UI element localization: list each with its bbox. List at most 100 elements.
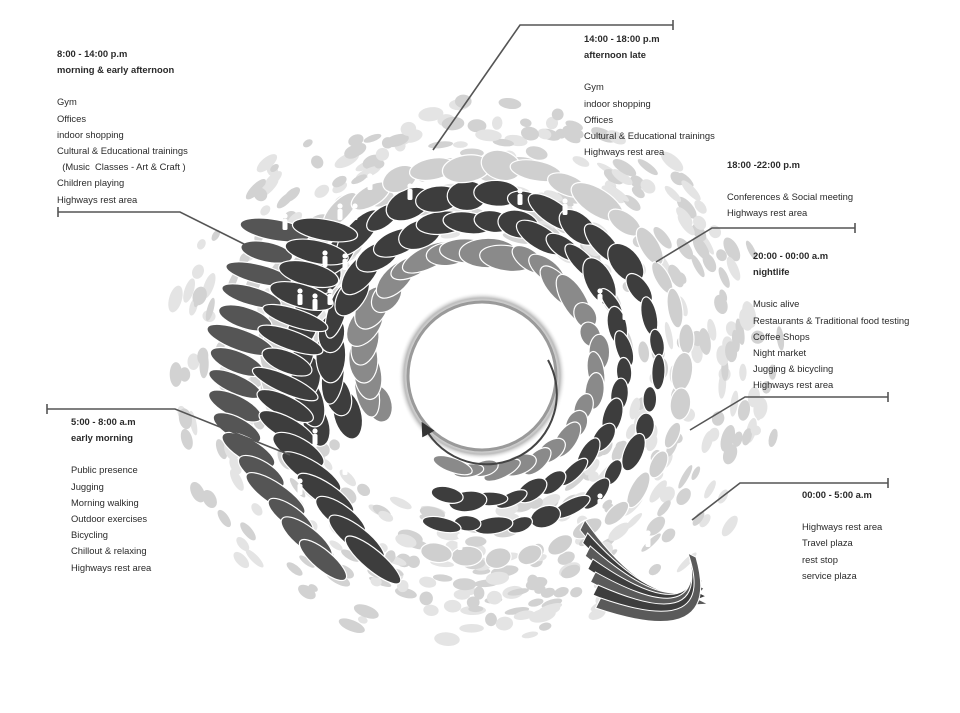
- spiral-cell: [341, 549, 360, 562]
- person-icon: [342, 253, 348, 270]
- spiral-cell: [676, 196, 697, 219]
- list-item: indoor shopping: [584, 97, 651, 109]
- spiral-cell: [528, 598, 544, 607]
- spiral-cell: [543, 190, 563, 202]
- spiral-cell: [513, 610, 535, 620]
- list-item: Cultural & Educational trainings: [584, 130, 715, 142]
- block-afternoon-late: 14:00 - 18:00 p.m afternoon late Gym ind…: [584, 31, 715, 160]
- spiral-cell: [739, 363, 747, 382]
- spiral-cell: [452, 578, 477, 591]
- spiral-cell: [197, 239, 206, 250]
- person-icon: [297, 478, 303, 495]
- spiral-cell: [663, 421, 682, 449]
- spiral-cell: [615, 441, 627, 453]
- spiral-cell: [670, 351, 694, 393]
- person-icon: [352, 203, 358, 220]
- spiral-cell: [641, 533, 661, 552]
- spiral-cell: [547, 534, 574, 556]
- spiral-cell: [504, 607, 530, 615]
- block-period: early morning: [71, 432, 133, 444]
- spiral-cell: [395, 534, 417, 548]
- spiral-cell: [298, 538, 348, 582]
- list-item: Gym: [57, 96, 77, 108]
- spiral-cell: [400, 121, 417, 136]
- activity-list: Gym Offices indoor shopping Cultural & E…: [57, 94, 188, 207]
- spiral-cell: [286, 562, 303, 576]
- spiral-cell: [564, 473, 586, 491]
- spiral-cell: [538, 603, 563, 613]
- spiral-cell: [768, 364, 777, 380]
- activity-list: Music alive Restaurants & Traditional fo…: [753, 296, 909, 393]
- spiral-cell: [344, 535, 402, 585]
- spiral-cell: [443, 599, 462, 613]
- spiral-cell: [651, 353, 666, 391]
- list-item: Highways rest area: [802, 521, 883, 533]
- block-evening: 18:00 -22:00 p.m Conferences & Social me…: [727, 157, 853, 222]
- spiral-cell: [299, 555, 315, 568]
- list-item: Jugging & bicycling: [753, 363, 834, 375]
- spiral-cell: [389, 496, 412, 510]
- list-item: Bicycling: [71, 529, 108, 541]
- list-item: Chillout & relaxing: [71, 545, 147, 557]
- spiral-cell: [311, 155, 324, 169]
- spiral-cell: [253, 187, 268, 202]
- spiral-cell: [192, 264, 204, 279]
- spiral-cell: [378, 510, 394, 522]
- spiral-cell: [699, 514, 711, 528]
- spiral-cell: [661, 528, 676, 543]
- spiral-cell: [608, 522, 630, 541]
- spiral-cell: [484, 547, 512, 570]
- spiral-cell: [240, 522, 256, 541]
- list-item: Travel plaza: [802, 537, 853, 549]
- spiral-cell: [419, 576, 437, 588]
- spiral-cell: [648, 563, 662, 576]
- spiral-cell: [678, 323, 695, 355]
- person-icon: [342, 458, 348, 475]
- spiral-cell: [421, 515, 462, 534]
- spiral-cell: [507, 588, 529, 596]
- spiral-cell: [642, 385, 658, 413]
- spiral-cell: [751, 330, 765, 344]
- spiral-tail-band: [594, 552, 702, 622]
- leader-lines: [46, 20, 889, 521]
- list-item: Cultural & Educational trainings: [57, 145, 188, 157]
- spiral-cell: [495, 489, 528, 510]
- person-icon: [562, 198, 568, 215]
- spiral-cell: [441, 116, 465, 131]
- leader-line-morning-afternoon: [58, 211, 249, 247]
- spiral-cell: [332, 175, 347, 188]
- spiral-cell: [419, 591, 433, 606]
- spiral-cell: [215, 439, 228, 460]
- spiral-cell: [257, 324, 324, 356]
- spiral-cell: [525, 576, 548, 591]
- spiral-cell: [707, 318, 717, 341]
- block-nightlife: 20:00 - 00:00 a.m nightlife Music alive …: [753, 248, 909, 394]
- list-item: Conferences & Social meeting: [727, 191, 854, 203]
- spiral-cell: [668, 264, 684, 288]
- spiral-cell: [646, 516, 666, 536]
- spiral-cell: [430, 485, 464, 504]
- spiral-cell: [261, 347, 313, 377]
- spiral-cell: [625, 424, 636, 439]
- list-item: indoor shopping: [57, 128, 124, 140]
- spiral-cell: [520, 118, 532, 128]
- activity-list: Conferences & Social meeting Highways re…: [727, 189, 853, 221]
- spiral-cell: [702, 253, 717, 273]
- spiral-cell: [466, 596, 480, 609]
- spiral-cell: [537, 128, 552, 140]
- activity-list: Highways rest area Travel plaza rest sto…: [802, 519, 882, 584]
- spiral-cell: [669, 387, 692, 421]
- spiral-cell: [346, 142, 367, 158]
- spiral-cell: [370, 576, 382, 587]
- person-icon: [312, 428, 318, 445]
- spiral-cell: [420, 542, 453, 564]
- list-item: Coffee Shops: [753, 330, 810, 342]
- spiral-cell: [631, 186, 645, 199]
- block-time: 5:00 - 8:00 a.m: [71, 416, 136, 427]
- spiral-cell: [453, 141, 468, 148]
- spiral-cell: [298, 584, 316, 600]
- spiral-cell: [603, 500, 630, 526]
- spiral-cell: [565, 120, 583, 131]
- spiral-cell: [467, 119, 487, 133]
